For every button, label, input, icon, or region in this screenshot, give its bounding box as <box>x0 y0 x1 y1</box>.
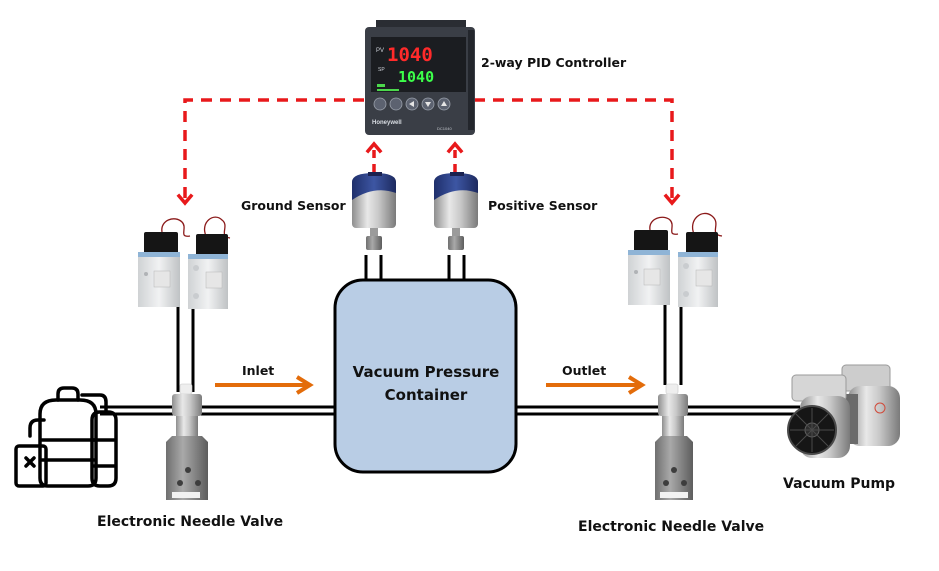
solenoid-tag <box>695 269 713 287</box>
pipes <box>100 255 800 416</box>
signal-lines <box>176 98 681 206</box>
gas-tank-icon <box>14 386 118 488</box>
container-label-line2: Container <box>385 386 468 404</box>
solenoid-valve <box>138 218 191 307</box>
needle-valve-right-label: Electronic Needle Valve <box>578 519 764 535</box>
ground-sensor-fitting <box>366 236 382 250</box>
positive-sensor-connector <box>450 172 464 176</box>
needle-valve-port <box>185 467 191 473</box>
solenoid-valve <box>188 216 231 309</box>
sp-label: SP <box>378 67 385 73</box>
arrowhead-up-ground <box>365 141 383 154</box>
vacuum-pump: Vacuum Pump <box>783 364 900 492</box>
needle-valve-port <box>177 480 183 486</box>
positive-sensor-label: Positive Sensor <box>488 198 598 213</box>
ground-sensor-cap <box>352 173 396 200</box>
needle-valve-port <box>671 467 677 473</box>
down-arrow-icon <box>425 102 431 107</box>
pump-motor-right <box>848 386 900 446</box>
pump-warning-label <box>874 402 886 414</box>
solenoid-tag <box>643 268 661 286</box>
solenoid-wires <box>161 218 191 237</box>
auto-manual-button[interactable] <box>389 97 403 111</box>
solenoid-coil <box>686 232 718 254</box>
solenoid-collar <box>188 254 228 260</box>
solenoid-coil <box>196 234 228 256</box>
needle-valve-tag <box>172 492 200 498</box>
solenoid-coil <box>634 230 668 252</box>
inlet-arrowhead <box>295 375 314 395</box>
solenoid-port <box>683 291 689 297</box>
container-body <box>333 278 518 474</box>
needle-valve-barrel <box>176 416 198 438</box>
controller-label: 2-way PID Controller <box>481 55 627 70</box>
signal-line-to-right-valves <box>474 98 674 200</box>
needle-valve-right: Electronic Needle Valve <box>578 383 764 535</box>
solenoid-port <box>193 265 199 271</box>
needle-valve-knob <box>179 383 193 395</box>
needle-valve-nut <box>658 394 688 416</box>
arrowhead-up-positive <box>446 141 464 154</box>
inlet-label: Inlet <box>242 363 274 378</box>
positive-sensor-fitting <box>448 236 464 250</box>
pv-value: 1040 <box>387 44 433 66</box>
needle-valve-left-label: Electronic Needle Valve <box>97 514 283 530</box>
controller-brand: Honeywell <box>372 120 402 126</box>
needle-valve-barrel <box>662 416 684 438</box>
needle-valve-left: Electronic Needle Valve <box>97 383 283 530</box>
solenoid-port <box>683 263 689 269</box>
pid-controller: PV 1040 SP 1040 Honeywell DC1040 2-way P… <box>365 20 627 135</box>
left-arrow-icon <box>409 101 414 107</box>
pump-fan-grille <box>790 408 834 452</box>
status-led-bar <box>377 84 385 87</box>
solenoid-port <box>193 293 199 299</box>
solenoid-valve <box>628 216 679 305</box>
vacuum-pump-label: Vacuum Pump <box>783 476 895 492</box>
signal-line-to-left-valves <box>183 98 364 200</box>
flow-arrows: Inlet Outlet <box>215 363 646 395</box>
solenoid-coil <box>144 232 178 254</box>
solenoid-wires <box>649 216 679 235</box>
needle-valve-knob <box>665 383 679 395</box>
solenoid-valves-left <box>138 216 231 309</box>
needle-valve-tag <box>660 492 688 498</box>
solenoid-port <box>144 272 148 276</box>
output-bar <box>377 89 399 91</box>
solenoid-valve <box>678 212 723 307</box>
container-label-line1: Vacuum Pressure <box>353 363 500 381</box>
solenoid-valves-right <box>628 212 723 307</box>
solenoid-collar <box>138 252 180 258</box>
solenoid-collar <box>628 250 670 256</box>
outlet-label: Outlet <box>562 363 606 378</box>
solenoid-port <box>634 270 638 274</box>
positive-sensor: Positive Sensor <box>434 172 598 250</box>
controller-buttons <box>373 97 451 111</box>
set-button[interactable] <box>373 97 387 111</box>
needle-valve-port <box>195 480 201 486</box>
controller-side <box>468 30 474 130</box>
positive-sensor-cap <box>434 173 478 200</box>
ground-sensor-label: Ground Sensor <box>241 198 347 213</box>
outlet-arrowhead <box>627 375 646 395</box>
up-arrow-icon <box>441 101 447 106</box>
solenoid-tag <box>153 270 171 288</box>
ground-sensor-connector <box>368 172 382 176</box>
solenoid-tag <box>205 271 223 289</box>
pv-label: PV <box>376 48 384 54</box>
controller-display-panel <box>371 37 466 92</box>
needle-valve-port <box>681 480 687 486</box>
solenoid-collar <box>678 252 718 258</box>
sp-value: 1040 <box>398 68 434 86</box>
controller-model: DC1040 <box>437 126 452 131</box>
arrowhead-down-left <box>176 193 194 206</box>
ground-sensor-stem <box>370 228 378 236</box>
needle-valve-nut <box>172 394 202 416</box>
positive-sensor-stem <box>452 228 460 236</box>
needle-valve-port <box>663 480 669 486</box>
arrowhead-down-right <box>663 193 681 206</box>
ground-sensor: Ground Sensor <box>241 172 396 250</box>
vacuum-pressure-container: Vacuum Pressure Container <box>333 278 518 474</box>
